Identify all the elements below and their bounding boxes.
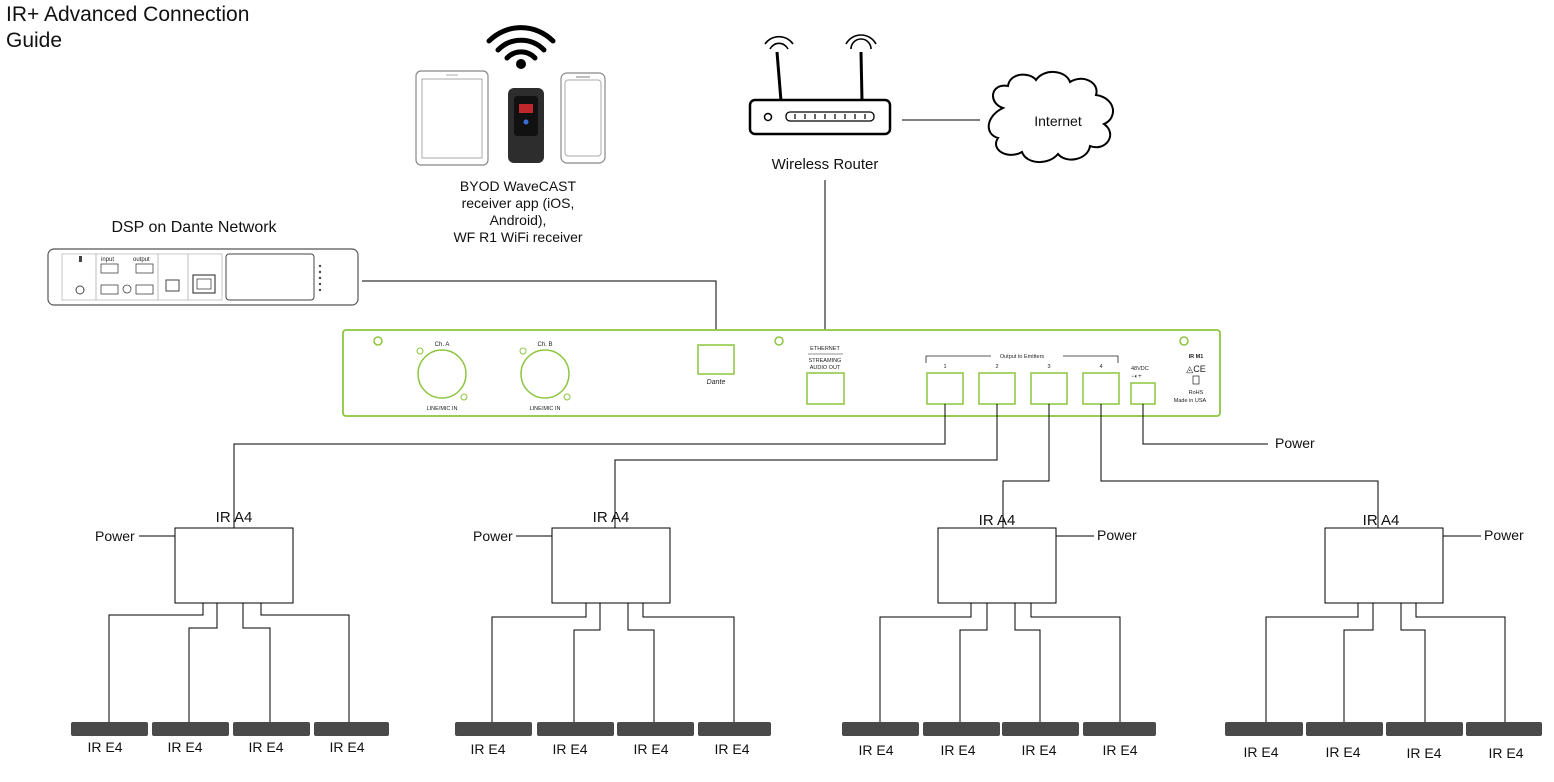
amplifier-power-label: Power [1484,527,1524,543]
amplifier-label: IR A4 [978,512,1016,529]
wireless-router [748,34,892,136]
amplifier-3-box [879,527,1121,722]
rohs-label: RoHS [1189,390,1204,396]
emitter-label: IR E4 [940,742,976,758]
port-2-label: 2 [995,364,998,370]
page-title: IR+ Advanced Connection Guide [6,3,250,52]
amplifier-label: IR A4 [592,509,630,526]
emitter-label: IR E4 [1325,744,1361,760]
router-signal-icon [764,34,877,50]
phone-icon [560,72,606,164]
dsp-label: DSP on Dante Network [111,219,277,236]
emitter-label: IR E4 [248,739,284,755]
emitter-label: IR E4 [87,739,123,755]
dsp-unit: input output [47,248,359,306]
streaming-label: STREAMING [809,358,842,364]
port-3-label: 3 [1047,364,1050,370]
tablet-icon [415,70,489,166]
svg-text:−◐+: −◐+ [1131,374,1142,380]
emitter-cables [233,404,1379,528]
line-mic-b-label: LINE/MIC IN [530,406,561,412]
amplifier-4-box [1265,527,1506,722]
amplifier-power-label: Power [95,528,135,544]
emitter-label: IR E4 [552,741,588,757]
emitter-label: IR E4 [633,741,669,757]
emitter-label: IR E4 [167,739,203,755]
dante-label: Dante [707,379,726,386]
emitter-label: IR E4 [858,742,894,758]
emitter-label: IR E4 [1102,742,1138,758]
emitter-label: IR E4 [1406,745,1442,761]
port-4-label: 4 [1099,364,1102,370]
dsp-output-label: output [133,257,150,263]
voltage-label: 48VDC [1131,366,1149,372]
emitter-label: IR E4 [1021,742,1057,758]
internet-label: Internet [1034,113,1082,129]
model-label: IR M1 [1189,354,1204,360]
amplifier-2-box [491,527,735,722]
ethernet-label: ETHERNET [810,346,840,352]
dante-cable [362,280,717,345]
emitter-label: IR E4 [329,739,365,755]
main-power-label: Power [1275,435,1315,451]
channel-a-label: Ch. A [435,342,450,348]
amplifier-label: IR A4 [215,509,253,526]
router-label: Wireless Router [771,156,879,173]
streaming-label-2: AUDIO OUT [810,365,841,371]
emitter-label: IR E4 [714,741,750,757]
channel-b-label: Ch. B [537,342,552,348]
byod-caption: BYOD WaveCAST receiver app (iOS, Android… [453,178,583,245]
power-cable-main [1142,404,1268,445]
emitter-units [71,722,1542,736]
wifi-receiver-device [508,88,544,163]
emitter-label: IR E4 [1488,745,1524,761]
amplifier-power-label: Power [1097,527,1137,543]
wifi-icon [486,25,556,69]
made-in-label: Made in USA [1174,398,1207,404]
emitter-label: IR E4 [1243,744,1279,760]
internet-cloud: Internet [987,71,1114,163]
amplifier-power-label: Power [473,528,513,544]
emitter-label: IR E4 [470,741,506,757]
line-mic-a-label: LINE/MIC IN [427,406,458,412]
amplifier-label: IR A4 [1362,512,1400,529]
dsp-input-label: input [101,257,114,263]
port-1-label: 1 [943,364,946,370]
ir-m1-unit: Ch. A Ch. B LINE/MIC IN LINE/MIC IN Dant… [342,329,1221,417]
amplifier-1-box [108,527,350,722]
svg-text:◬CE: ◬CE [1186,364,1205,374]
output-to-emitters-label: Output to Emitters [1000,354,1045,360]
